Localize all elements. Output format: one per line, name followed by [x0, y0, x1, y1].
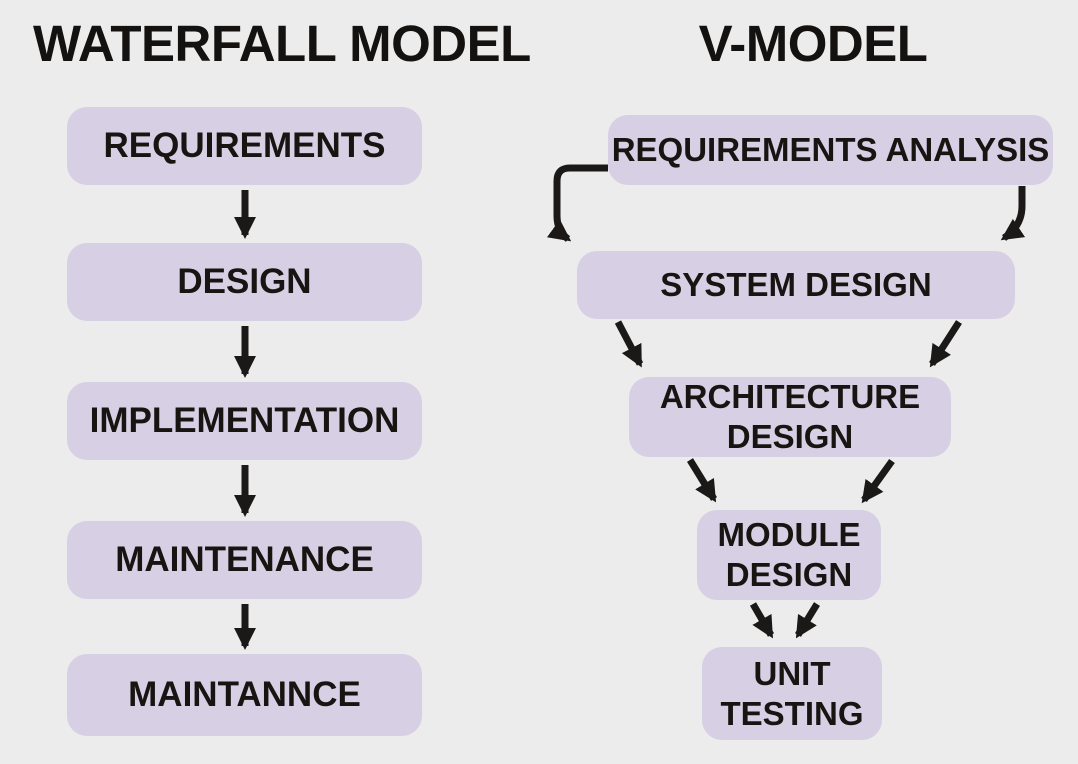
- waterfall-step-maintannce: MAINTANNCE: [67, 654, 422, 736]
- waterfall-step-requirements: REQUIREMENTS: [67, 107, 422, 185]
- vmodel-step-unit-testing: UNIT TESTING: [702, 647, 882, 740]
- vmodel-step-requirements-analysis: REQUIREMENTS ANALYSIS: [608, 115, 1053, 185]
- vmodel-title: V-MODEL: [698, 15, 928, 72]
- arrow-architecture-to-module-right-icon: [861, 458, 895, 504]
- waterfall-step-maintenance: MAINTENANCE: [67, 521, 422, 599]
- vmodel-step-system-design: SYSTEM DESIGN: [577, 251, 1015, 319]
- step-label: MAINTENANCE: [115, 540, 374, 579]
- waterfall-step-implementation: IMPLEMENTATION: [67, 382, 422, 460]
- step-label: MODULE DESIGN: [717, 516, 861, 593]
- vmodel-step-architecture-design: ARCHITECTURE DESIGN: [629, 377, 951, 457]
- waterfall-title: WATERFALL MODEL: [33, 15, 531, 72]
- step-label: IMPLEMENTATION: [89, 401, 400, 440]
- step-label: DESIGN: [177, 262, 312, 301]
- arrow-architecture-to-module-left-icon: [687, 458, 717, 503]
- arrow-systemdesign-to-architecture-left-icon: [614, 320, 644, 368]
- waterfall-step-design: DESIGN: [67, 243, 422, 321]
- arrow-systemdesign-to-architecture-right-icon: [929, 320, 962, 368]
- step-label: REQUIREMENTS: [103, 126, 386, 165]
- step-label: UNIT TESTING: [720, 654, 864, 732]
- arrow-module-to-unittesting-left-icon: [749, 602, 775, 639]
- step-label: ARCHITECTURE DESIGN: [659, 378, 921, 455]
- arrow-module-to-unittesting-right-icon: [795, 602, 820, 639]
- arrow-reqanalysis-to-systemdesign-right-icon: [1000, 186, 1026, 241]
- step-label: REQUIREMENTS ANALYSIS: [611, 131, 1050, 168]
- arrow-reqanalysis-to-systemdesign-left-icon: [546, 164, 608, 242]
- vmodel-step-module-design: MODULE DESIGN: [697, 510, 881, 600]
- step-label: SYSTEM DESIGN: [660, 266, 932, 303]
- step-label: MAINTANNCE: [128, 675, 361, 714]
